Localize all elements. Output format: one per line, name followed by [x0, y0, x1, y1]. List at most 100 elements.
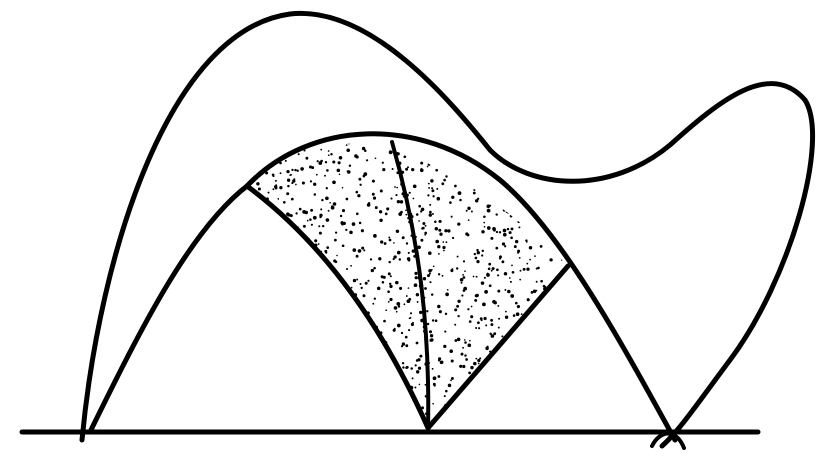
stipple-dot [465, 143, 470, 146]
stipple-dot [444, 229, 448, 233]
stipple-dot [417, 424, 421, 427]
stipple-dot [428, 251, 432, 255]
stipple-dot [305, 393, 309, 396]
stipple-dot [521, 356, 524, 359]
stipple-dot [493, 131, 495, 133]
stipple-dot [288, 327, 291, 330]
stipple-dot [434, 319, 438, 322]
stipple-dot [459, 364, 463, 368]
stipple-dot [516, 143, 519, 147]
stipple-dot [318, 225, 321, 228]
stipple-dot [331, 205, 334, 208]
stipple-dot [498, 317, 501, 320]
stipple-dot [285, 345, 289, 349]
stipple-dot [321, 328, 324, 331]
stipple-dot [517, 419, 520, 422]
stipple-dot [360, 386, 363, 389]
stipple-dot [512, 351, 517, 355]
stipple-dot [555, 194, 559, 198]
stipple-dot [343, 302, 346, 305]
stipple-dot [253, 309, 256, 312]
stipple-dot [341, 209, 346, 213]
stipple-dot [573, 169, 576, 172]
stipple-dot [278, 352, 283, 357]
stipple-dot [292, 179, 296, 183]
stipple-dot [497, 274, 500, 277]
stipple-dot [310, 223, 313, 226]
stipple-dot [332, 160, 336, 164]
stipple-dot [445, 241, 448, 244]
stipple-dot [393, 306, 398, 310]
stipple-dot [510, 227, 514, 231]
stipple-dot [364, 281, 368, 285]
stipple-dot [306, 219, 309, 222]
stipple-dot [316, 323, 320, 326]
stipple-dot [418, 151, 422, 156]
stipple-dot [285, 230, 289, 234]
stipple-dot [308, 384, 313, 388]
stipple-dot [551, 327, 554, 329]
stipple-dot [283, 258, 287, 263]
stipple-dot [530, 160, 533, 163]
stipple-dot [463, 179, 466, 182]
stipple-dot [501, 242, 506, 246]
stipple-dot [514, 301, 518, 305]
outer-curve [79, 10, 816, 449]
stipple-dot [379, 189, 383, 193]
stipple-dot [261, 269, 265, 273]
stipple-dot [393, 255, 397, 259]
stipple-dot [318, 231, 322, 235]
stipple-dot [561, 258, 563, 261]
stipple-dot [305, 141, 307, 143]
stipple-dot [515, 239, 519, 244]
stipple-dot [456, 410, 459, 413]
stipple-dot [415, 341, 419, 345]
stipple-dot [342, 221, 346, 226]
stipple-dot [445, 389, 448, 393]
stipple-dot [328, 374, 333, 378]
stipple-dot [479, 357, 482, 360]
stipple-dot [541, 365, 544, 369]
stipple-dot [437, 135, 440, 138]
stipple-dot [529, 397, 533, 401]
stipple-dot [438, 310, 442, 314]
stipple-dot [251, 232, 255, 236]
stipple-dot [461, 294, 464, 297]
stipple-dot [568, 188, 571, 191]
stipple-dot [301, 138, 304, 141]
stipple-dot [437, 375, 441, 378]
stipple-dot [373, 266, 376, 270]
stipple-dot [572, 382, 575, 385]
stipple-dot [358, 391, 363, 396]
stipple-dot [517, 220, 521, 224]
stipple-dot [526, 262, 529, 265]
stipple-dot [559, 368, 563, 372]
stipple-dot [354, 401, 357, 405]
stipple-dot [551, 347, 555, 352]
stipple-dot [366, 203, 371, 207]
stipple-dot [518, 257, 521, 259]
stipple-dot [389, 297, 393, 302]
stipple-dot [281, 224, 284, 227]
stipple-dot [294, 339, 298, 343]
stipple-dot [399, 200, 404, 204]
stipple-dot [255, 292, 258, 295]
stipple-dot [274, 275, 277, 277]
stipple-dot [330, 152, 333, 156]
stipple-dot [396, 302, 401, 306]
stipple-dot [380, 418, 383, 422]
stipple-dot [488, 205, 491, 207]
stipple-dot [258, 226, 262, 230]
stipple-dot [277, 295, 280, 298]
stipple-dot [246, 138, 249, 141]
stipple-dot [392, 328, 396, 332]
stipple-dot [247, 386, 250, 390]
stipple-dot [540, 279, 543, 283]
stipple-dot [261, 392, 264, 395]
stipple-dot [529, 161, 533, 165]
stipple-dot [549, 258, 553, 262]
stipple-dot [292, 401, 295, 404]
stipple-dot [362, 415, 365, 419]
stipple-dot [301, 389, 305, 392]
stipple-dot [252, 125, 256, 129]
